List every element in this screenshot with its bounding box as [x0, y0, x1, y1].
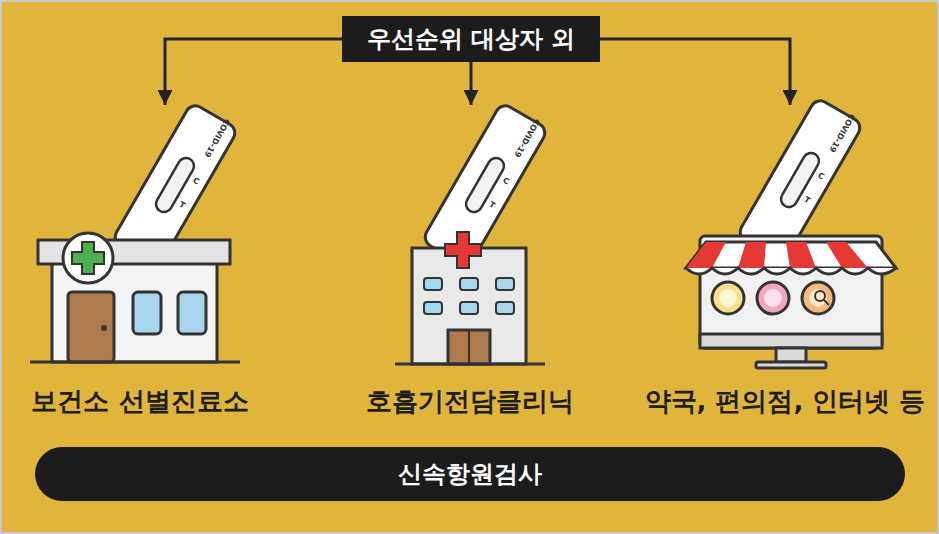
node-label: 약국, 편의점, 인터넷 등: [645, 384, 926, 419]
node-label: 우선순위 대상자 외: [367, 23, 576, 55]
site-group: 호흡기전담클리닉: [345, 105, 595, 423]
arrow-connector: [165, 39, 342, 105]
node-label: 신속항원검사: [398, 458, 542, 490]
hospital-building: [395, 232, 545, 364]
node-label: 보건소 선별진료소: [31, 384, 248, 419]
result-bar: 신속항원검사: [35, 447, 905, 501]
target-box: 우선순위 대상자 외: [342, 16, 600, 62]
site-group: 약국, 편의점, 인터넷 등: [635, 105, 935, 423]
arrow-connector: [470, 62, 473, 105]
arrow-connector: [600, 39, 790, 105]
bottom-bar-ground: [35, 447, 905, 501]
node-label: 호흡기전담클리닉: [366, 384, 574, 419]
clinic-building: [30, 233, 240, 362]
site-group: 보건소 선별진료소: [15, 105, 265, 423]
test-kit: [422, 102, 549, 268]
monitor-shop: [686, 236, 896, 368]
